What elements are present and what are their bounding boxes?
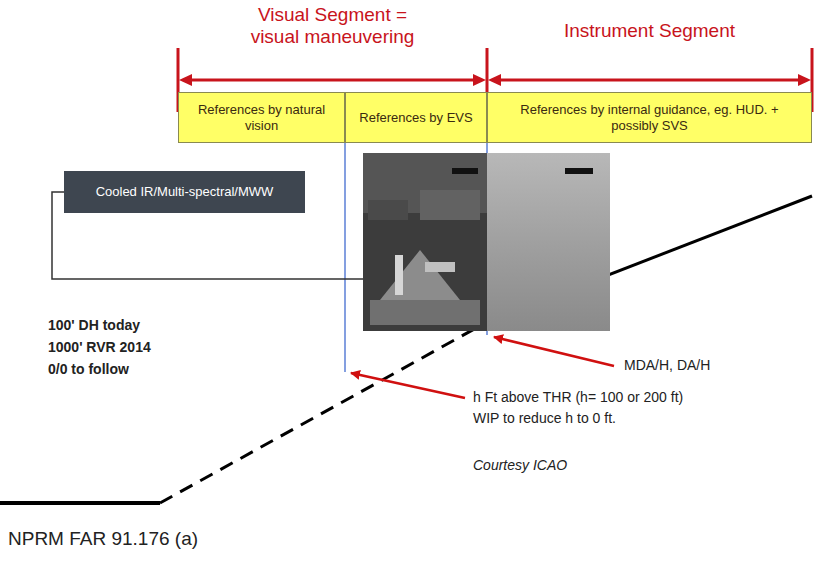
bracket-arrowheads (179, 74, 811, 86)
callout-arrow (494, 337, 614, 366)
evs-image (363, 153, 487, 331)
box-text: References by EVS (359, 110, 472, 126)
runway (0, 501, 160, 505)
callout-label: WIP to reduce h to 0 ft. (473, 410, 616, 426)
milestone-note: 1000' RVR 2014 (48, 339, 151, 355)
reference-box: References by EVS (345, 92, 487, 143)
reference-box: References by internal guidance, eg. HUD… (487, 92, 812, 143)
reference-box: References by natural vision (178, 92, 345, 143)
credit-note: Courtesy ICAO (473, 457, 567, 473)
segment-title: Visual Segment = visual maneuvering (178, 4, 487, 48)
instrument-image (487, 153, 610, 331)
milestone-note: 100' DH today (48, 317, 140, 333)
milestone-note: 0/0 to follow (48, 361, 129, 377)
caption: NPRM FAR 91.176 (a) (8, 528, 198, 550)
box-text: References by internal guidance, eg. HUD… (496, 102, 803, 133)
callout-arrow (351, 373, 465, 398)
glide-path-dashed (160, 322, 487, 503)
sensor-box: Cooled IR/Multi-spectral/MWW (64, 171, 305, 213)
segment-title: Instrument Segment (487, 20, 812, 42)
callout-label: h Ft above THR (h= 100 or 200 ft) (473, 389, 683, 405)
box-text: References by natural vision (187, 102, 336, 133)
box-text: Cooled IR/Multi-spectral/MWW (96, 184, 274, 200)
callout-label: MDA/H, DA/H (624, 357, 710, 373)
